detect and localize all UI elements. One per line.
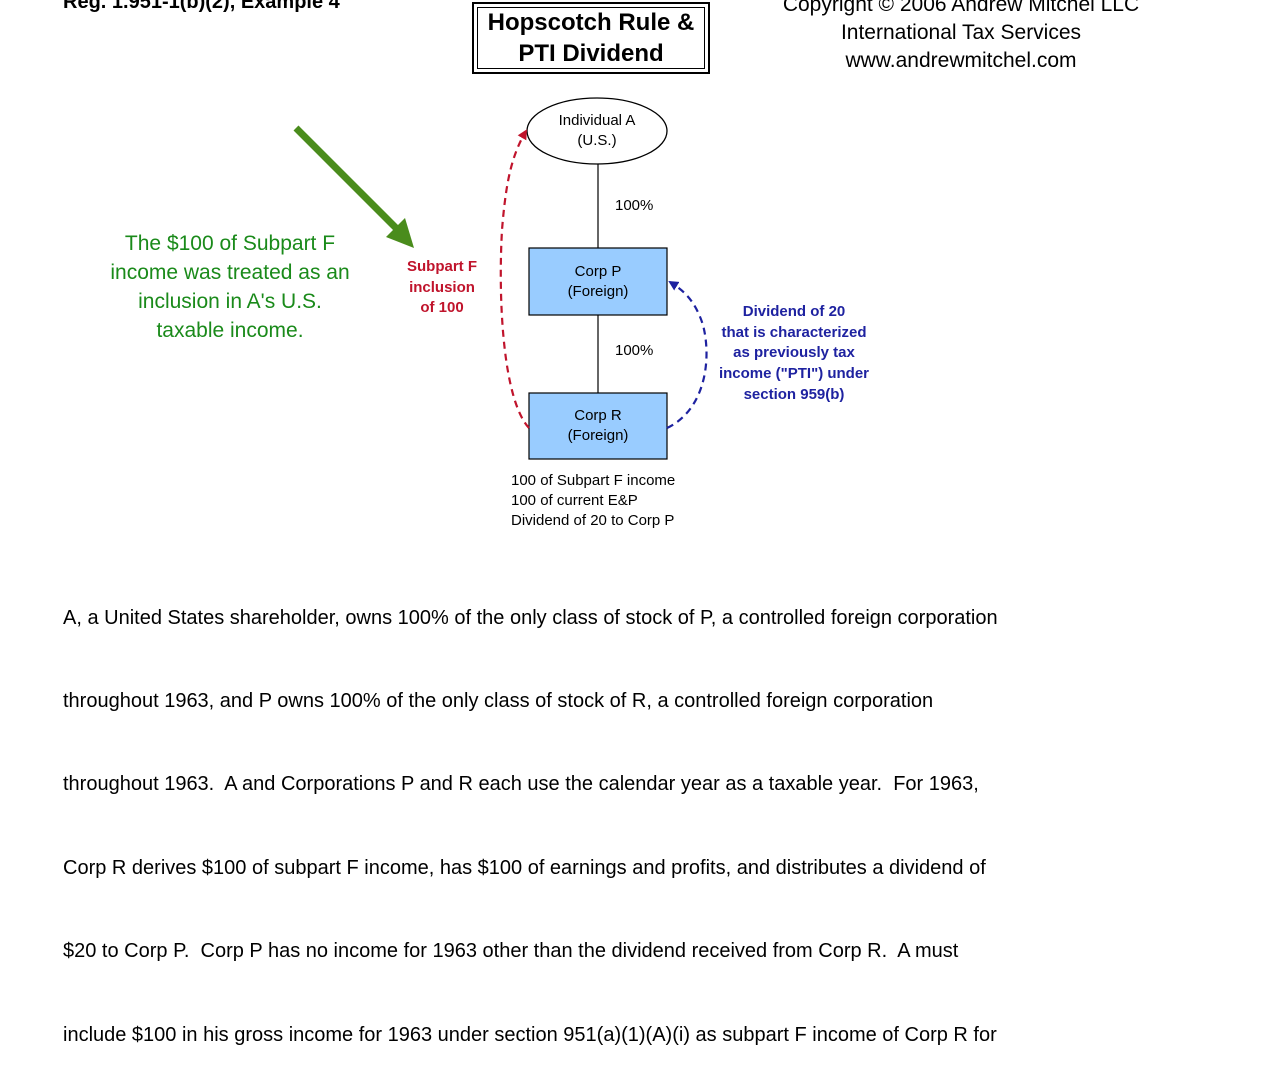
ownership-percent-top: 100% xyxy=(615,197,654,214)
slide-title-line-2: PTI Dividend xyxy=(518,40,664,67)
corp-r-name: Corp R xyxy=(574,407,622,424)
subpart-f-note: The $100 of Subpart F income was treated… xyxy=(75,229,385,345)
example-description: A, a United States shareholder, owns 100… xyxy=(63,549,1203,1077)
fact-line: 100 of current E&P xyxy=(511,492,638,509)
individual-a-label: Individual A (U.S.) xyxy=(527,110,667,152)
dividend-label-line: that is characterized xyxy=(721,323,867,341)
fact-line: Dividend of 20 to Corp P xyxy=(511,512,675,529)
individual-a-name: Individual A xyxy=(558,112,636,129)
corp-p-name: Corp P xyxy=(574,262,622,280)
dividend-label-line: Dividend of 20 xyxy=(742,303,846,320)
subpart-f-label-line: of 100 xyxy=(420,299,464,316)
description-line: throughout 1963, and P owns 100% of the … xyxy=(63,689,934,712)
subpart-f-label-line: Subpart F xyxy=(407,258,477,275)
ownership-percent-bottom: 100% xyxy=(615,342,654,359)
note-line: taxable income. xyxy=(156,319,304,342)
pti-dividend-arrow xyxy=(666,280,708,429)
corp-p-country: (Foreign) xyxy=(567,282,629,300)
description-line: $20 to Corp P. Corp P has no income for … xyxy=(63,940,959,963)
website-line: www.andrewmitchel.com xyxy=(845,49,1077,72)
slide-title-box: Hopscotch Rule & PTI Dividend xyxy=(472,2,710,74)
corp-p-label: Corp P (Foreign) xyxy=(529,248,667,315)
description-line: include $100 in his gross income for 196… xyxy=(63,1023,997,1046)
description-line: A, a United States shareholder, owns 100… xyxy=(63,606,998,629)
regulation-title: Reg. 1.951-1(b)(2), Example 4 xyxy=(63,0,340,13)
company-line: International Tax Services xyxy=(840,21,1082,44)
dividend-label-line: as previously tax xyxy=(733,344,855,362)
copyright-line: Copyright © 2006 Andrew Mitchel LLC xyxy=(782,0,1140,16)
individual-a-country: (U.S.) xyxy=(577,132,617,149)
note-line: income was treated as an xyxy=(110,261,350,284)
fact-line: 100 of Subpart F income xyxy=(511,472,676,489)
subpart-f-inclusion-arrow xyxy=(499,129,530,429)
corp-p-node xyxy=(528,247,668,316)
subpart-f-inclusion-label: Subpart F inclusion of 100 xyxy=(392,257,492,319)
slide-title-line-1: Hopscotch Rule & xyxy=(487,9,695,36)
note-line: The $100 of Subpart F xyxy=(124,232,336,255)
subpart-f-label-line: inclusion xyxy=(409,278,475,296)
corp-r-node xyxy=(528,392,668,460)
corp-r-country: (Foreign) xyxy=(567,427,629,444)
ownership-diagram xyxy=(293,97,708,460)
dividend-label-line: income ("PTI") under xyxy=(718,365,870,383)
copyright-block: Copyright © 2006 Andrew Mitchel LLC Inte… xyxy=(740,0,1182,75)
dividend-label-line: section 959(b) xyxy=(743,385,845,403)
green-arrow-icon xyxy=(293,125,414,248)
description-line: Corp R derives $100 of subpart F income,… xyxy=(63,856,986,879)
note-line: inclusion in A's U.S. xyxy=(138,290,322,313)
corp-r-facts: 100 of Subpart F income 100 of current E… xyxy=(511,471,675,531)
pti-dividend-label: Dividend of 20 that is characterized as … xyxy=(700,302,888,406)
corp-r-label: Corp R (Foreign) xyxy=(529,393,667,459)
description-line: throughout 1963. A and Corporations P an… xyxy=(63,773,979,796)
